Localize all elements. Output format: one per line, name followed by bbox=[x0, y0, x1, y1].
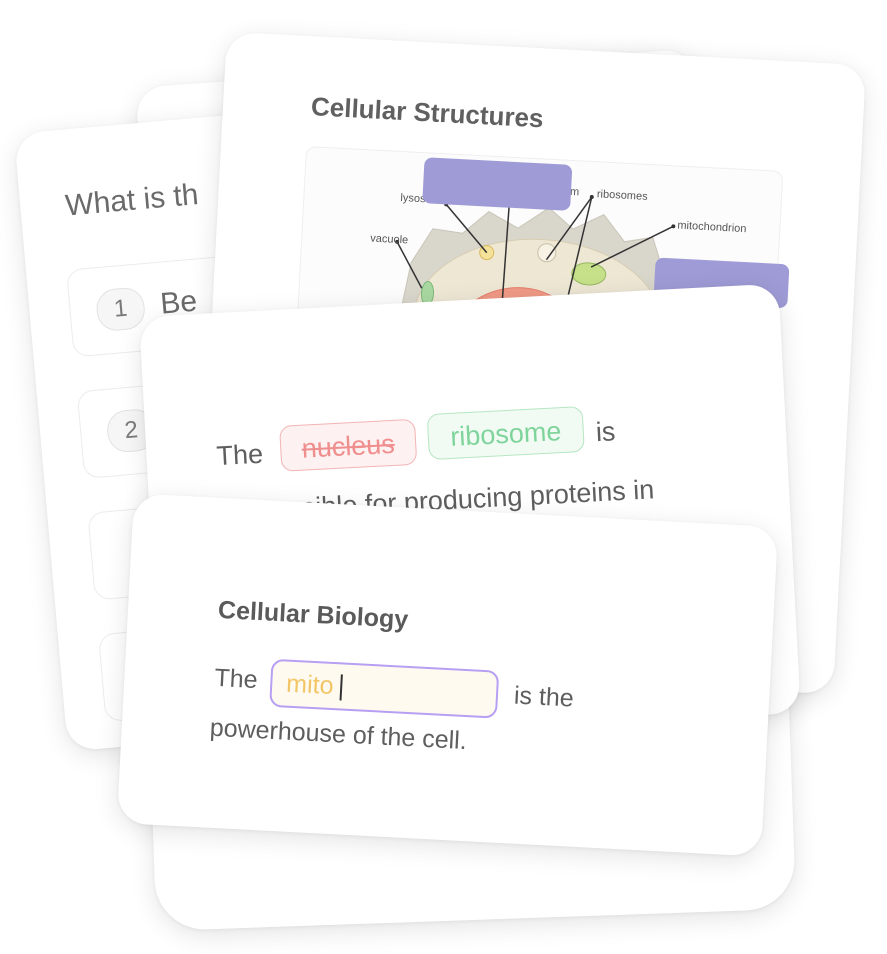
front-card-title: Cellular Biology bbox=[217, 595, 409, 634]
label-vacuole: vacuole bbox=[369, 232, 409, 247]
front-card: Cellular Biology The is the powerhouse o… bbox=[116, 493, 779, 857]
front-sentence-line2: powerhouse of the cell. bbox=[209, 713, 468, 756]
quiz-question: What is th bbox=[64, 178, 200, 223]
sentence-prefix: The bbox=[215, 438, 264, 472]
front-sentence-prefix: The bbox=[213, 663, 259, 695]
correct-answer-chip[interactable]: ribosome bbox=[426, 405, 585, 461]
answer-input[interactable] bbox=[269, 658, 500, 719]
front-sentence-suffix: is the bbox=[513, 681, 575, 713]
option-number: 1 bbox=[94, 286, 147, 333]
sentence-suffix: is bbox=[595, 416, 617, 448]
diagram-title: Cellular Structures bbox=[310, 91, 545, 134]
label-blank-top[interactable] bbox=[422, 157, 573, 211]
wrong-answer-chip[interactable]: nucleus bbox=[279, 418, 418, 472]
